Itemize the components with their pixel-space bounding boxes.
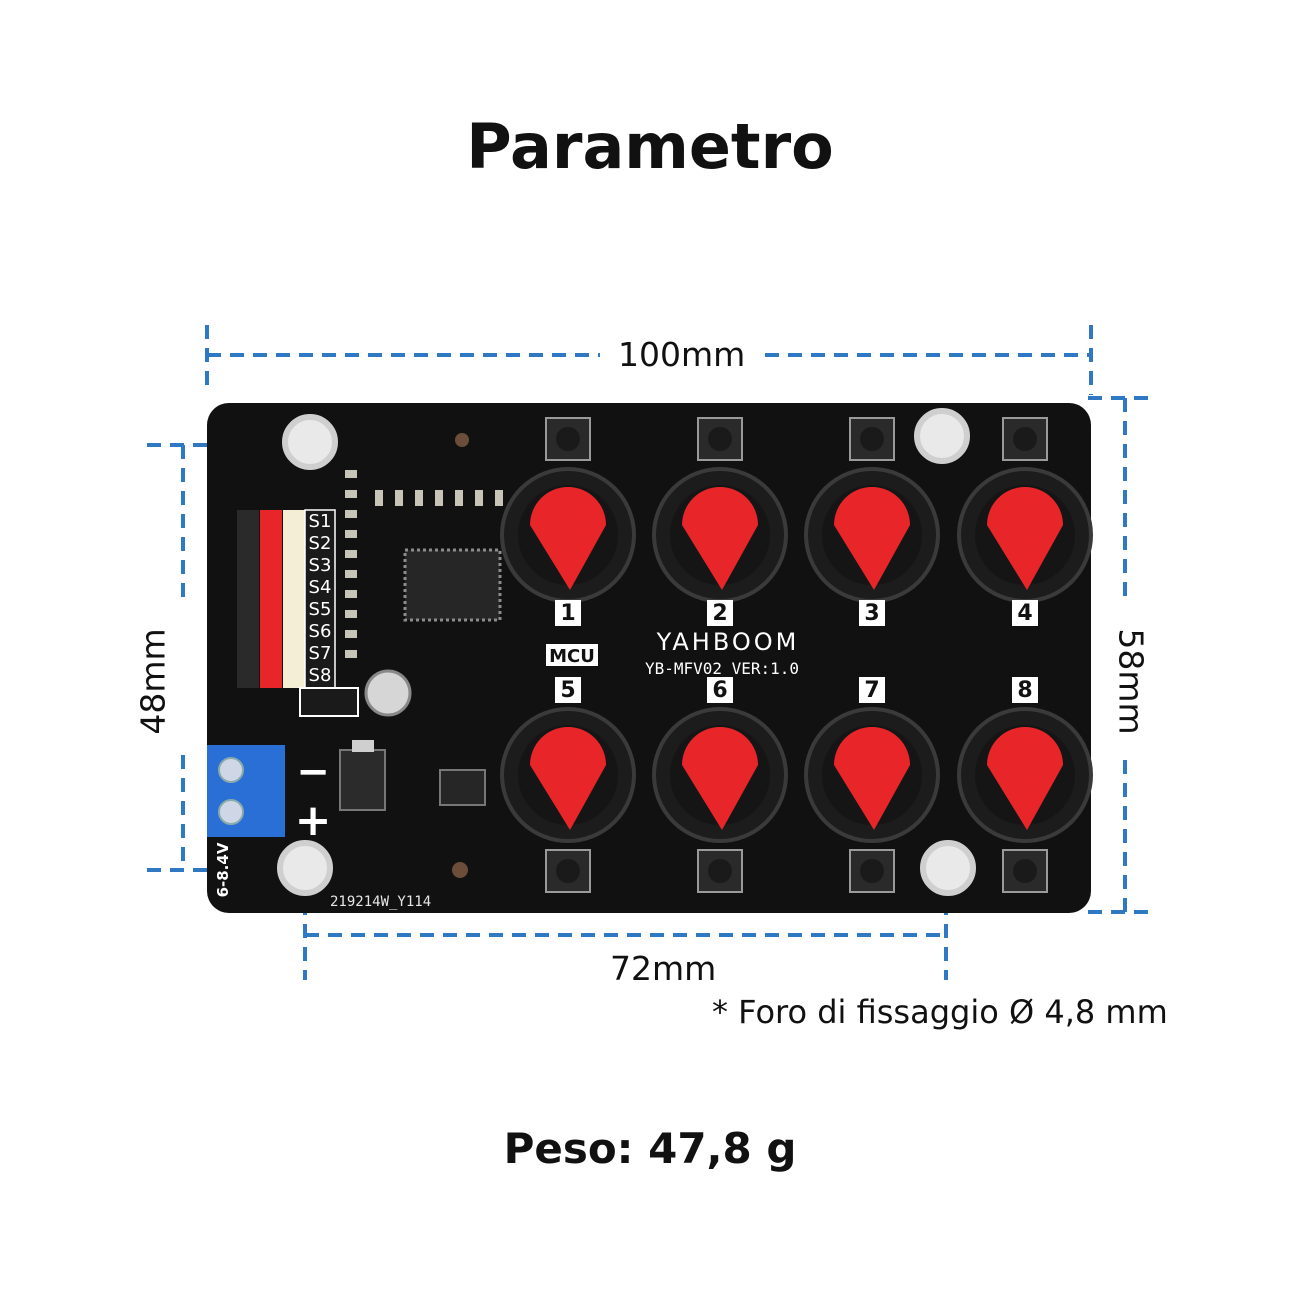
mounting-holes [277,408,976,896]
push-button-1 [545,417,591,461]
knob-cap-icon [987,487,1063,590]
smd-components [345,470,503,658]
knob-6: 6 [652,677,788,843]
push-button-6 [697,849,743,893]
dim-height-left-label: 48mm [133,628,173,735]
push-button-4 [1002,417,1048,461]
knob-cap-icon [682,727,758,830]
mounting-hole-note: * Foro di fissaggio Ø 4,8 mm [712,993,1168,1031]
knob-number-box [1012,677,1038,703]
capacitor-icon [364,669,412,717]
knob-cap-icon [834,487,910,590]
knob-cap-icon [530,727,606,830]
mcu-label-box [546,644,598,666]
servo-label-s3: S3 [309,555,332,576]
push-buttons [545,417,1048,893]
servo-label-s8: S8 [309,665,332,686]
led-icon [455,433,469,447]
knob-cap-icon [682,487,758,590]
brand-label: YAHBOOM [656,628,800,656]
mounting-hole-icon [277,840,333,896]
push-button-2 [697,417,743,461]
dim-height-right-label: 58mm [1111,628,1151,735]
knob-number-label: 2 [712,601,727,626]
knob-number-box [1012,600,1038,626]
servo-pin-header [237,509,336,689]
knob-4: 4 [957,467,1093,626]
dim-width-label: 100mm [618,335,746,374]
mounting-hole-icon [914,408,970,464]
dimension-lines [147,325,1155,980]
dim-hole-spacing-label: 72mm [610,949,717,988]
knob-number-label: 1 [560,601,575,626]
voltage-regulator [339,749,386,811]
led-icon [452,862,468,878]
knob-number-box [859,677,885,703]
mcu-chip [403,548,502,622]
knob-number-label: 3 [864,601,879,626]
minus-label: − [296,749,330,795]
knob-2: 2 [652,467,788,626]
knob-number-label: 8 [1017,678,1032,703]
push-button-7 [849,849,895,893]
knob-number-box [859,600,885,626]
mounting-hole-icon [282,414,338,470]
knob-number-label: 6 [712,678,727,703]
servo-label-s2: S2 [309,533,332,554]
servo-label-s5: S5 [309,599,332,620]
model-label: YB-MFV02 VER:1.0 [645,659,799,678]
mcu-label: MCU [549,646,595,667]
knob-8: 8 [957,677,1093,843]
small-chip [439,769,486,806]
push-button-5 [545,849,591,893]
diode-block [299,687,359,717]
knob-number-box [707,600,733,626]
screw-icon [218,757,244,783]
knob-7: 7 [804,677,940,843]
servo-label-s4: S4 [309,577,332,598]
servo-label-s7: S7 [309,643,332,664]
potentiometer-knobs: 1 2 3 4 5 6 7 8 [500,467,1093,843]
power-label: 6-8.4V [214,842,232,897]
knob-number-label: 5 [560,678,575,703]
pcb [207,403,1091,913]
knob-cap-icon [530,487,606,590]
screw-icon [218,799,244,825]
knob-number-box [707,677,733,703]
knob-number-box [555,677,581,703]
mounting-hole-icon [920,840,976,896]
knob-5: 5 [500,677,636,843]
knob-number-box [555,600,581,626]
weight-label: Peso: 47,8 g [503,1124,797,1173]
serial-label: 219214W_Y114 [330,894,431,910]
page-title: Parametro [466,110,834,183]
knob-1: 1 [500,467,636,626]
push-button-3 [849,417,895,461]
servo-label-s6: S6 [309,621,332,642]
push-button-8 [1002,849,1048,893]
knob-cap-icon [834,727,910,830]
knob-3: 3 [804,467,940,626]
servo-label-s1: S1 [309,511,332,532]
terminal-block [207,745,285,837]
plus-label: + [295,795,332,846]
knob-cap-icon [987,727,1063,830]
knob-number-label: 7 [864,678,879,703]
knob-number-label: 4 [1017,601,1032,626]
